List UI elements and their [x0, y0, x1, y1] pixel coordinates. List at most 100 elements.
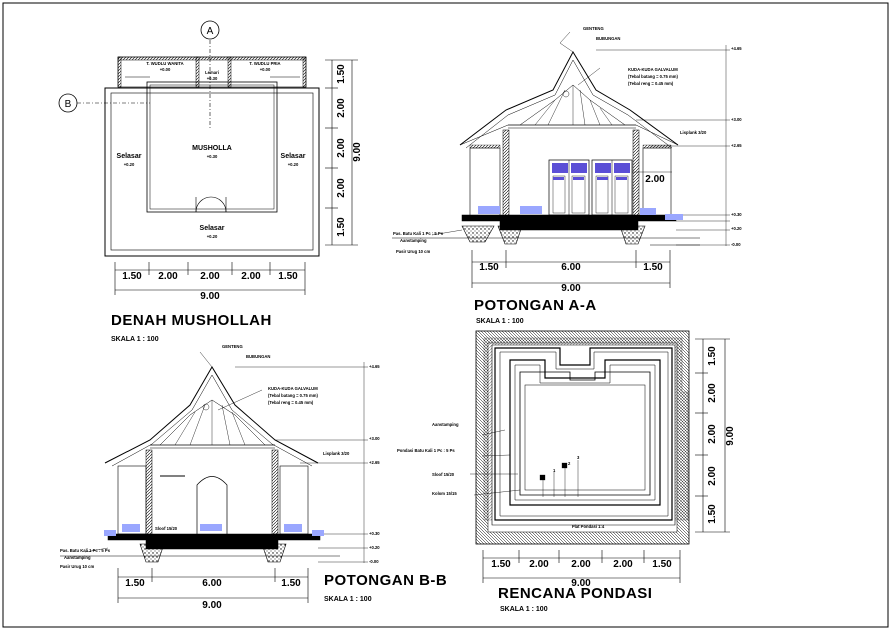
svg-text:GENTENG: GENTENG — [222, 344, 243, 349]
svg-text:+0.30: +0.30 — [731, 212, 742, 217]
svg-text:2.00: 2.00 — [707, 466, 718, 486]
svg-text:(Tebal batang = 0.75 mm): (Tebal batang = 0.75 mm) — [268, 393, 318, 398]
section-b-b-scale: SKALA 1 : 100 — [324, 596, 372, 603]
svg-text:2: 2 — [568, 461, 571, 466]
svg-text:2.00: 2.00 — [241, 271, 261, 282]
svg-text:2.00: 2.00 — [336, 178, 347, 198]
svg-text:+4.65: +4.65 — [731, 46, 742, 51]
planter — [478, 206, 500, 214]
room-selasar-left: Selasar — [117, 153, 142, 160]
svg-text:2.00: 2.00 — [571, 559, 591, 570]
svg-text:Pondasi Batu Kali 1 Pc : 5 Ps: Pondasi Batu Kali 1 Pc : 5 Ps — [397, 448, 455, 453]
svg-text:6.00: 6.00 — [202, 578, 222, 589]
section-b-b-blue — [104, 524, 324, 536]
svg-text:+3.00: +3.00 — [369, 436, 380, 441]
svg-text:1.50: 1.50 — [336, 217, 347, 237]
svg-text:Lisplank 3/20: Lisplank 3/20 — [323, 451, 350, 456]
svg-text:2.00: 2.00 — [200, 271, 220, 282]
section-b-b-title: POTONGAN B-B — [324, 572, 447, 589]
axis-b-label: B — [65, 99, 72, 110]
prayer-hall-walls — [146, 81, 278, 213]
room-selasar-right: Selasar — [281, 153, 306, 160]
svg-text:1.50: 1.50 — [278, 271, 298, 282]
section-a-a-blue — [478, 163, 683, 220]
svg-text:1.50: 1.50 — [491, 559, 511, 570]
svg-text:-0.00: -0.00 — [369, 559, 379, 564]
section-b-b-text: GENTENG BUBUNGAN KUDA-KUDA GALVALUM (Teb… — [60, 344, 447, 611]
svg-text:Kolom 15/15: Kolom 15/15 — [432, 491, 457, 496]
svg-text:9.00: 9.00 — [202, 600, 222, 611]
svg-text:+0.20: +0.20 — [207, 234, 218, 239]
svg-text:1.50: 1.50 — [125, 578, 145, 589]
svg-text:2.00: 2.00 — [336, 138, 347, 158]
plan-title: DENAH MUSHOLLAH — [111, 312, 272, 329]
plan-text: A B MUSHOLLA +0.30 Selasar +0.20 Selasar… — [65, 26, 363, 343]
svg-text:BUBUNGAN: BUBUNGAN — [246, 354, 270, 359]
svg-text:+2.65: +2.65 — [369, 460, 380, 465]
svg-text:Aanstamping: Aanstamping — [432, 422, 459, 427]
svg-text:9.00: 9.00 — [200, 291, 220, 302]
glass-pane — [552, 163, 568, 173]
svg-text:+3.00: +3.00 — [731, 117, 742, 122]
svg-text:Pasir Urug 10 cm: Pasir Urug 10 cm — [60, 564, 94, 569]
svg-text:2.00: 2.00 — [529, 559, 549, 570]
svg-text:6.00: 6.00 — [561, 262, 581, 273]
axis-marker-a — [200, 20, 220, 40]
svg-text:Sloof 15/20: Sloof 15/20 — [432, 472, 455, 477]
svg-text:9.00: 9.00 — [352, 142, 363, 162]
svg-text:KUDA-KUDA GALVALUM: KUDA-KUDA GALVALUM — [268, 386, 318, 391]
svg-text:9.00: 9.00 — [571, 578, 591, 589]
svg-text:9.00: 9.00 — [725, 426, 736, 446]
svg-text:+0.30: +0.30 — [207, 154, 218, 159]
section-a-a-scale: SKALA 1 : 100 — [476, 318, 524, 325]
svg-text:1.50: 1.50 — [122, 271, 142, 282]
foundation-text: Aanstamping Pondasi Batu Kali 1 Pc : 5 P… — [397, 346, 736, 613]
svg-text:2.00: 2.00 — [336, 98, 347, 118]
svg-text:Aanstamping: Aanstamping — [400, 238, 427, 243]
svg-text:Pasir Urug 10 cm: Pasir Urug 10 cm — [396, 249, 430, 254]
foundation-plan — [470, 330, 730, 583]
room-wudlu-male: T. WUDLU PRIA — [249, 61, 280, 66]
svg-text:1.50: 1.50 — [643, 262, 663, 273]
svg-text:(Tebal batang = 0.75 mm): (Tebal batang = 0.75 mm) — [628, 74, 678, 79]
svg-text:2.00: 2.00 — [707, 424, 718, 444]
svg-text:2.00: 2.00 — [707, 383, 718, 403]
svg-text:-0.00: -0.00 — [731, 242, 741, 247]
section-a-a-text: GENTENG BUBUNGAN KUDA-KUDA GALVALUM (Teb… — [393, 26, 742, 325]
plan-scale: SKALA 1 : 100 — [111, 336, 159, 343]
svg-text:1.50: 1.50 — [707, 504, 718, 524]
svg-text:Lemari: Lemari — [205, 70, 219, 75]
svg-text:Pas. Batu Kali 1 Pc : 5 Ps: Pas. Batu Kali 1 Pc : 5 Ps — [393, 231, 444, 236]
axis-marker-b — [58, 93, 78, 113]
svg-text:Pas. Batu Kali 1 Pc : 5 Ps: Pas. Batu Kali 1 Pc : 5 Ps — [60, 548, 111, 553]
section-a-a-title: POTONGAN A-A — [474, 297, 597, 314]
section-a-a — [392, 31, 730, 288]
svg-text:+0.20: +0.20 — [288, 162, 299, 167]
terrace-outline — [104, 87, 320, 257]
svg-text:(Tebal reng = 0.45 mm): (Tebal reng = 0.45 mm) — [268, 400, 314, 405]
svg-text:Lisplank 3/20: Lisplank 3/20 — [680, 130, 707, 135]
axis-a-label: A — [207, 26, 214, 37]
svg-text:Plat Pondasi 1:4: Plat Pondasi 1:4 — [572, 524, 605, 529]
svg-text:+0.20: +0.20 — [124, 162, 135, 167]
svg-text:+0.30: +0.30 — [207, 76, 218, 81]
svg-text:+4.65: +4.65 — [369, 364, 380, 369]
svg-text:2.00: 2.00 — [645, 174, 665, 185]
svg-text:Aanstamping: Aanstamping — [64, 555, 91, 560]
svg-text:9.00: 9.00 — [561, 283, 581, 294]
foundation-scale: SKALA 1 : 100 — [500, 606, 548, 613]
svg-text:3: 3 — [577, 455, 580, 460]
svg-text:2.00: 2.00 — [613, 559, 633, 570]
svg-text:1.50: 1.50 — [281, 578, 301, 589]
room-wudlu-female: T. WUDLU WANITA — [146, 61, 183, 66]
room-selasar-bottom: Selasar — [200, 225, 225, 232]
svg-text:1: 1 — [553, 468, 556, 473]
svg-text:BUBUNGAN: BUBUNGAN — [596, 36, 620, 41]
svg-text:+2.65: +2.65 — [731, 143, 742, 148]
svg-text:1.50: 1.50 — [479, 262, 499, 273]
svg-text:+0.30: +0.30 — [369, 531, 380, 536]
svg-text:+0.00: +0.00 — [260, 67, 271, 72]
